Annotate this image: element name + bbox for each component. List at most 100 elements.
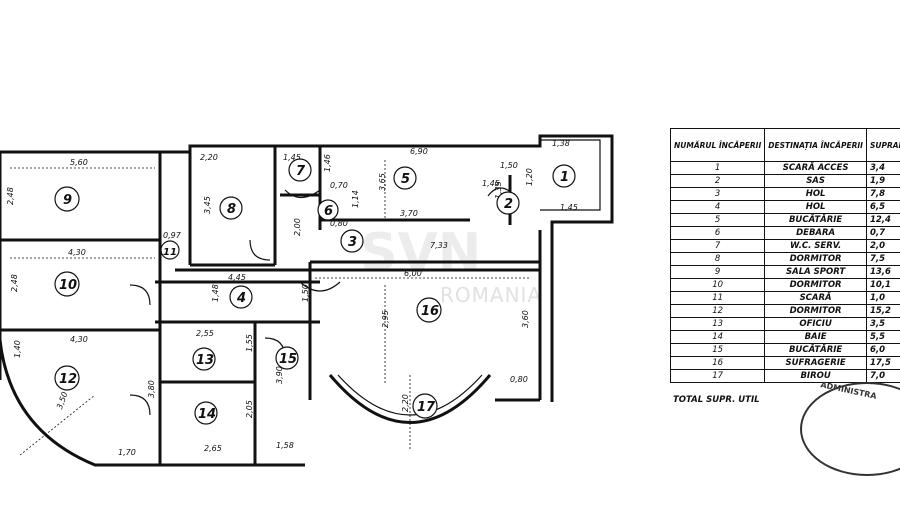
dim-170: 1,70 [118,448,136,457]
room-6-circle [317,199,339,221]
room-purpose-cell: SAS [764,174,867,188]
exterior-walls [0,134,614,467]
room-number-cell: 4 [669,200,766,214]
room-purpose-cell: HOL [764,187,867,201]
room-number-cell: 10 [669,278,766,292]
room-area-cell: 13,6 [865,265,900,279]
room-area-cell: 12,4 [865,213,900,227]
dim-370: 3,70 [400,209,418,218]
room-purpose-cell: SCARĂ ACCES [764,161,867,175]
room-area-cell: 7,8 [865,187,900,201]
room-12-number: 12 [59,372,77,387]
room-area-cell: 10,1 [865,278,900,292]
room-13-number: 13 [196,353,214,368]
room-3-circle [340,229,364,253]
dim-295: 2,95 [381,310,390,328]
room-14-number: 14 [198,407,216,422]
room-number-cell: 16 [669,356,766,370]
dim-220: 2,20 [200,153,218,162]
room-number-cell: 8 [669,252,766,266]
dim-080b: 0,80 [510,375,528,384]
dim-600: 6,00 [404,269,422,278]
room-number-cell: 7 [669,239,766,253]
room-number-cell: 5 [669,213,766,227]
room-purpose-cell: BUCĂTĂRIE [764,343,867,357]
dim-138: 1,38 [552,139,570,148]
room-number-cell: 1 [669,161,766,175]
dimension-labels: 5,60 2,48 2,20 3,45 1,45 1,46 6,90 3,65 … [6,139,578,457]
dim-220b: 2,20 [401,394,410,412]
room-17-circle [412,393,438,419]
dim-155: 1,55 [245,334,254,352]
room-number-cell: 15 [669,343,766,357]
room-area-cell: 1,0 [865,291,900,305]
room-5-number: 5 [401,172,410,187]
room-purpose-cell: BIROU [764,369,867,383]
room-11-number: 11 [163,247,177,258]
dim-145b: 1,45 [482,179,500,188]
dim-265: 2,65 [204,444,222,453]
dimension-lines [10,160,530,456]
dim-365: 3,65 [378,173,387,191]
dim-390: 3,90 [275,366,284,384]
dim-145c: 1,45 [560,203,578,212]
room-5-circle [393,166,417,190]
dim-135: 1,35 [494,181,503,199]
room-15-circle [275,346,299,370]
interior-walls [0,146,542,465]
room-10-number: 10 [59,278,77,293]
room-8-circle [219,196,243,220]
room-14-circle [194,401,218,425]
room-11-circle [160,240,180,260]
dim-150: 1,50 [500,161,518,170]
room-6-number: 6 [324,204,333,219]
dim-380: 3,80 [147,380,156,398]
room-number-cell: 2 [669,174,766,188]
room-9-circle [54,186,80,212]
dim-114: 1,14 [351,190,360,208]
dim-248b: 2,48 [10,274,19,292]
room-area-cell: 0,7 [865,226,900,240]
dim-690: 6,90 [410,147,428,156]
total-area-label: TOTAL SUPR. UTIL [673,395,760,405]
dim-445: 4,45 [228,273,246,282]
room-7-number: 7 [296,164,306,179]
dim-360: 3,60 [521,310,530,328]
dim-733: 7,33 [430,241,448,250]
room-area-cell: 15,2 [865,304,900,318]
dim-248a: 2,48 [6,187,15,205]
dim-148: 1,48 [211,284,220,302]
dim-145a: 1,45 [283,153,301,162]
room-13-circle [192,347,216,371]
dim-146: 1,46 [323,154,332,172]
header-area: SUPRAFAȚA (mp) [865,128,900,162]
dim-350: 3,50 [55,391,70,411]
floor-plan: SVN ROMANIA [0,134,614,467]
room-area-cell: 3,5 [865,317,900,331]
room-number-cell: 9 [669,265,766,279]
room-number-cell: 17 [669,369,766,383]
room-15-number: 15 [279,352,297,367]
room-purpose-cell: DORMITOR [764,278,867,292]
room-purpose-cell: SCARĂ [764,291,867,305]
room-number-cell: 6 [669,226,766,240]
room-area-cell: 7,5 [865,252,900,266]
room-area-cell: 1,9 [865,174,900,188]
dim-200: 2,00 [293,218,302,236]
dim-140: 1,40 [13,340,22,358]
